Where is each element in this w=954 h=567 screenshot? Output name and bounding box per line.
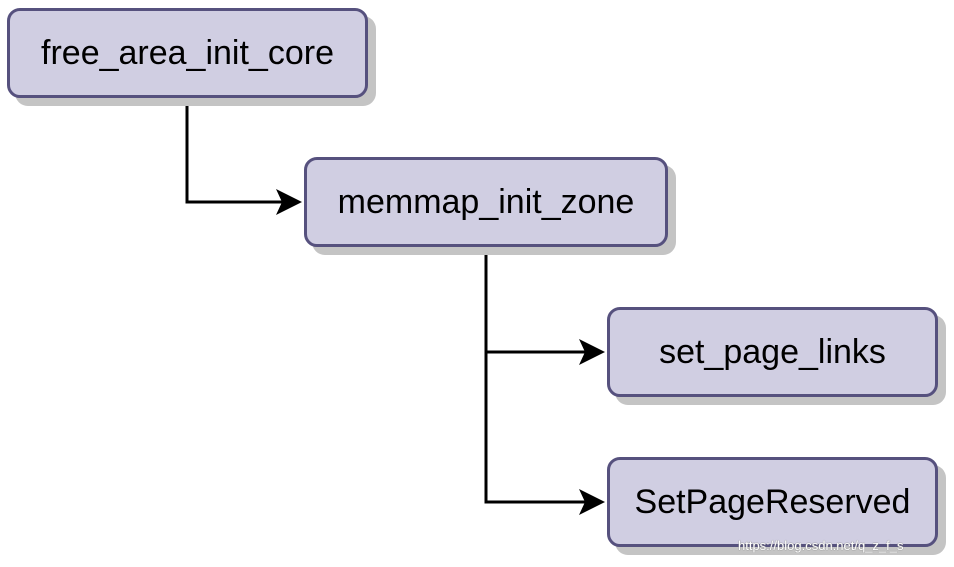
connector-n1-to-n2 <box>185 98 286 204</box>
node-label: SetPageReserved <box>634 482 911 521</box>
node-label: set_page_links <box>659 332 886 371</box>
arrow-head-n3 <box>579 339 605 365</box>
node-label: memmap_init_zone <box>337 182 635 221</box>
node-label: free_area_init_core <box>41 33 334 72</box>
watermark: https://blog.csdn.net/q_z_f_s <box>738 538 904 553</box>
arrow-head-n2 <box>276 189 302 215</box>
arrow-head-n4 <box>579 489 605 515</box>
node-memmap-init-zone: memmap_init_zone <box>304 157 668 247</box>
node-set-page-reserved: SetPageReserved <box>607 457 938 547</box>
node-set-page-links: set_page_links <box>607 307 938 397</box>
connector-n2-to-n4 <box>484 352 589 504</box>
connector-n2-to-n3 <box>484 247 589 354</box>
node-free-area-init-core: free_area_init_core <box>7 8 368 98</box>
